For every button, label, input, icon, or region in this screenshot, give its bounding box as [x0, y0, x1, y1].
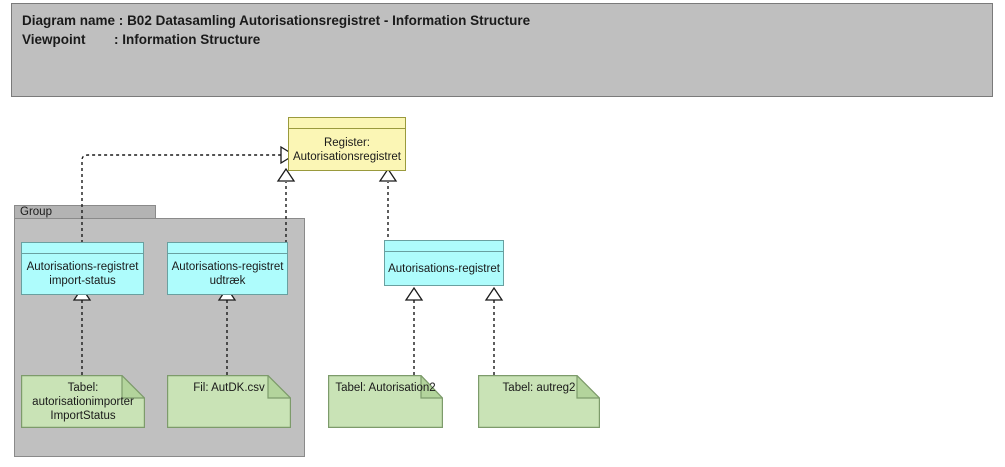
node-udtraek-label: Autorisations-registret udtræk — [171, 261, 284, 287]
diagram-header-banner: Diagram name : B02 Datasamling Autorisat… — [11, 3, 993, 97]
node-autorisationsregistret-label: Autorisations-registret — [388, 262, 500, 275]
node-tabel-importstatus[interactable]: Tabel: autorisationimporter ImportStatus — [21, 375, 145, 428]
viewpoint-label: Viewpoint — [22, 32, 86, 47]
node-register-header-bar — [289, 118, 405, 129]
node-autorisationsregistret[interactable]: Autorisations-registret — [384, 240, 504, 286]
diagram-name-line: Diagram name : B02 Datasamling Autorisat… — [22, 13, 530, 28]
node-tabel-autorisation2-label: Tabel: Autorisation2 — [335, 382, 436, 394]
diagram-name-value: B02 Datasamling Autorisationsregistret -… — [127, 13, 531, 28]
node-udtraek[interactable]: Autorisations-registret udtræk — [167, 242, 288, 295]
document-shape — [21, 375, 145, 428]
group-label: Group — [20, 206, 52, 218]
node-fil-autdk-label: Fil: AutDK.csv — [193, 382, 265, 394]
diagram-name-label: Diagram name : — [22, 13, 124, 28]
node-register[interactable]: Register: Autorisationsregistret — [288, 117, 406, 171]
node-tabel-autreg2[interactable]: Tabel: autreg2 — [478, 375, 600, 428]
node-autorisationsregistret-header-bar — [385, 241, 503, 252]
viewpoint-value: Information Structure — [122, 32, 261, 47]
node-tabel-autreg2-label: Tabel: autreg2 — [502, 382, 576, 394]
node-tabel-importstatus-label: Tabel: autorisationimporter ImportStatus — [32, 382, 134, 422]
node-import-status[interactable]: Autorisations-registret import-status — [21, 242, 144, 295]
viewpoint-value-sep: : — [114, 32, 123, 47]
arrowhead-autreg-bottom-right — [484, 286, 504, 301]
node-udtraek-header-bar — [168, 243, 287, 254]
node-import-status-label: Autorisations-registret import-status — [26, 261, 139, 287]
node-fil-autdk[interactable]: Fil: AutDK.csv — [167, 375, 291, 428]
arrowhead-autreg-bottom-left — [404, 286, 424, 301]
node-import-status-header-bar — [22, 243, 143, 254]
document-shape — [478, 375, 600, 428]
viewpoint-line: Viewpoint: Information Structure — [22, 32, 260, 47]
document-shape — [167, 375, 291, 428]
document-shape — [328, 375, 443, 428]
node-register-label: Register: Autorisationsregistret — [292, 136, 402, 163]
node-tabel-autorisation2[interactable]: Tabel: Autorisation2 — [328, 375, 443, 428]
